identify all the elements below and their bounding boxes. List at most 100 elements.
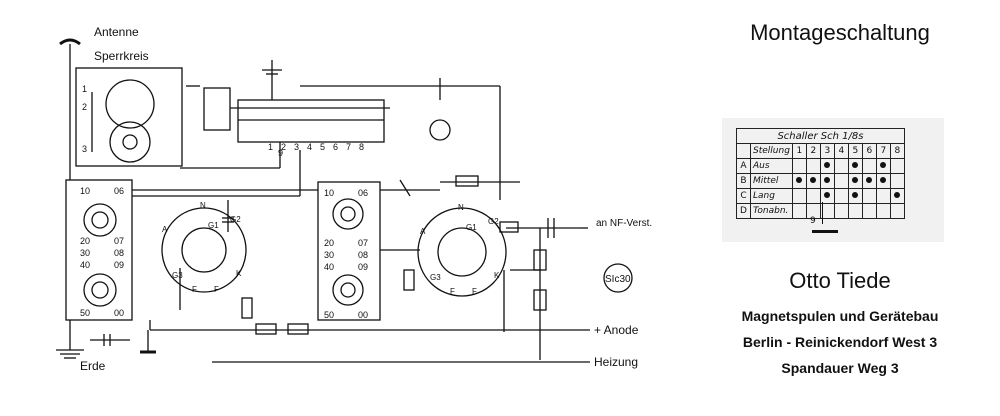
contact-dot <box>796 177 803 183</box>
contact-dot <box>866 177 873 183</box>
sperrkreis-pin-label: 3 <box>82 144 87 154</box>
switch-table-cell <box>833 158 849 174</box>
switch-contact-label: 6 <box>333 142 338 152</box>
contact-dot <box>880 162 887 168</box>
contact-dot <box>880 177 887 183</box>
switch-table-col-1: 1 <box>791 143 807 159</box>
tube-left-pin-label: K <box>236 269 242 278</box>
sperrkreis-pin-label: 1 <box>82 84 87 94</box>
switch-table-cell <box>819 173 835 189</box>
contact-dot <box>810 177 817 183</box>
switch-table-cell <box>889 158 905 174</box>
switch-table-cell <box>791 158 807 174</box>
label-nf-out: an NF-Verst. <box>596 218 652 229</box>
contact-dot <box>852 192 859 198</box>
switch-contact-label: 4 <box>307 142 312 152</box>
switch-table-cell <box>833 173 849 189</box>
coil-left-pin-label: 06 <box>114 186 124 196</box>
switch-table-cell <box>875 188 891 204</box>
switch-table-cell <box>861 203 877 219</box>
tube-left-pin-label: G1 <box>208 221 219 230</box>
address-line-1: Magnetspulen und Gerätebau <box>741 308 939 324</box>
switch-table-tap-label: 9 <box>810 216 816 226</box>
switch-table-row-label: Mittel <box>750 173 793 189</box>
switch-table-cell <box>819 158 835 174</box>
coil-mid-pin-label: 09 <box>358 262 368 272</box>
switch-table-cell <box>875 173 891 189</box>
switch-table-row-label: Tonabn. <box>750 203 793 219</box>
maker-name: Otto Tiede <box>789 268 891 293</box>
tube-right-pin-label: G1 <box>466 223 477 232</box>
tube-left-pin-label: G3 <box>172 271 183 280</box>
contact-dot <box>824 177 831 183</box>
contact-dot <box>852 177 859 183</box>
coil-left-pin-label: 20 <box>80 236 90 246</box>
switch-table-row-label: Lang <box>750 188 793 204</box>
switch-table-cell <box>791 188 807 204</box>
coil-left-pin-label: 40 <box>80 260 90 270</box>
tube-left-pin-label: A <box>162 225 168 234</box>
switch-table-row-letter: A <box>736 158 751 174</box>
switch-table-cell <box>791 173 807 189</box>
coil-left-pin-label: 30 <box>80 248 90 258</box>
switch-table-col-7: 7 <box>875 143 891 159</box>
contact-dot <box>824 192 831 198</box>
switch-contact-label: 8 <box>359 142 364 152</box>
contact-dot <box>852 162 859 168</box>
switch-table-cell <box>847 188 863 204</box>
switch-table-col-3: 3 <box>819 143 835 159</box>
coil-mid-pin-label: 40 <box>324 262 334 272</box>
label-heizung: Heizung <box>594 355 638 369</box>
switch-contact-label: 2 <box>281 142 286 152</box>
switch-table-cell <box>833 203 849 219</box>
switch-table-cell <box>889 173 905 189</box>
address-line-3: Spandauer Weg 3 <box>781 360 899 376</box>
coil-mid-pin-label: 50 <box>324 310 334 320</box>
switch-table-row-label: Aus <box>750 158 793 174</box>
switch-table-cell <box>791 203 807 219</box>
contact-dot <box>824 162 831 168</box>
label-erde: Erde <box>80 359 106 373</box>
sperrkreis-pin-label: 2 <box>82 102 87 112</box>
switch-table-title: Schaller Sch 1/8s <box>736 128 905 144</box>
coil-mid-pin-label: 30 <box>324 250 334 260</box>
switch-table-cell <box>847 203 863 219</box>
label-anode: + Anode <box>594 323 639 337</box>
coil-mid-pin-label: 00 <box>358 310 368 320</box>
switch-contact-label: 3 <box>294 142 299 152</box>
switch-table-col-6: 6 <box>861 143 877 159</box>
switch-table-row-letter: C <box>736 188 751 204</box>
tube-right-pin-label: F <box>472 287 477 296</box>
tube-left-pin-label: F <box>192 285 197 294</box>
tube-left-pin-label: N <box>200 201 206 210</box>
tube-right-pin-label: N <box>458 203 464 212</box>
tube-left-pin-label: F <box>214 285 219 294</box>
coil-left-pin-label: 10 <box>80 186 90 196</box>
switch-contact-label: 5 <box>320 142 325 152</box>
label-part: SIc30 <box>605 274 631 285</box>
coil-mid-pin-label: 20 <box>324 238 334 248</box>
switch-table-cell <box>861 173 877 189</box>
tube-left-pin-label: G2 <box>230 215 241 224</box>
switch-table-row-letter: D <box>736 203 751 219</box>
switch-table-row-letter: B <box>736 173 751 189</box>
coil-mid-pin-label: 06 <box>358 188 368 198</box>
switch-table-cell <box>833 188 849 204</box>
coil-left-pin-label: 09 <box>114 260 124 270</box>
switch-table-cell <box>805 158 821 174</box>
switch-table-cell <box>805 188 821 204</box>
label-antenne: Antenne <box>94 25 139 39</box>
switch-table-cell <box>875 203 891 219</box>
switch-contact-label: 7 <box>346 142 351 152</box>
coil-mid-pin-label: 08 <box>358 250 368 260</box>
diagram-title: Montageschaltung <box>750 20 930 45</box>
switch-table-cell <box>861 188 877 204</box>
switch-table-col-2: 2 <box>805 143 821 159</box>
switch-contact-label: 1 <box>268 142 273 152</box>
switch-table-col-5: 5 <box>847 143 863 159</box>
switch-table-cell <box>847 173 863 189</box>
